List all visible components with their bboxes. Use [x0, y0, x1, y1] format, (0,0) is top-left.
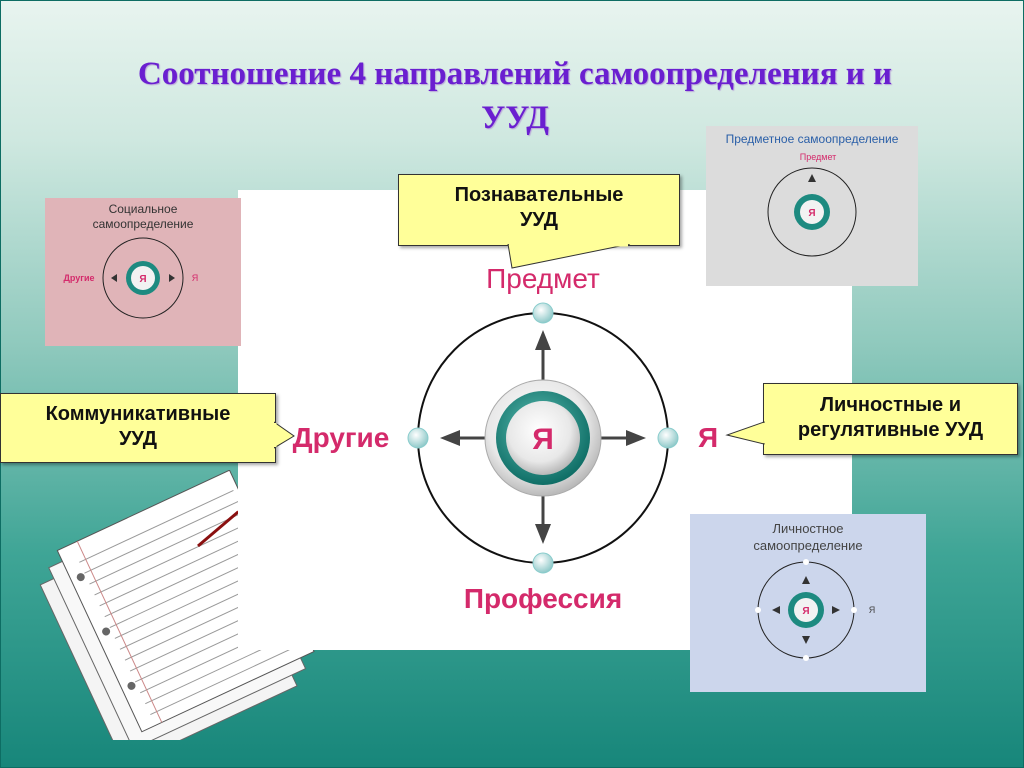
thumb-subject: Предметное самоопределение Предмет Я — [706, 126, 918, 286]
thumb-social-caption-1: Социальное — [108, 202, 178, 216]
arrow-up-icon — [535, 330, 551, 350]
thumb-subject-top-label: Предмет — [800, 152, 837, 162]
thumb-social-caption: Социальное самоопределение — [45, 202, 241, 232]
callout-cognitive-line-1: Познавательные — [454, 184, 624, 206]
center-inner-disc — [506, 401, 580, 475]
callout-communicative-line-2: УУД — [118, 428, 158, 450]
thumb-personal-caption-1: Личностное — [772, 521, 844, 536]
thumb-social-left-label: Другие — [63, 273, 94, 283]
thumb-social-caption-2: самоопределение — [92, 217, 194, 231]
callout-cognitive-line-2: УУД — [519, 209, 559, 231]
label-drugie: Другие — [293, 422, 390, 453]
center-label: Я — [532, 423, 554, 456]
callout-cognitive-pointer — [507, 244, 631, 269]
self-determination-diagram: Я Предмет Профессия Другие Я — [293, 263, 718, 614]
thumb-personal-caption-2: самоопределение — [753, 538, 863, 553]
thumb-subject-caption: Предметное самоопределение — [725, 132, 899, 146]
thumb-subject-center: Я — [808, 208, 815, 219]
label-predmet: Предмет — [486, 263, 600, 294]
title-line-1: Соотношение 4 направлений самоопределени… — [137, 56, 893, 92]
label-professiya: Профессия — [464, 583, 622, 614]
callout-personal-line-1: Личностные и — [819, 394, 962, 416]
callout-personal: Личностные и регулятивные УУД — [763, 383, 1018, 455]
thumb-social: Социальное самоопределение Я Другие Я — [45, 198, 241, 346]
thumb-social-right-label: Я — [192, 273, 199, 283]
callout-communicative-pointer — [274, 421, 295, 449]
arrow-right-icon — [626, 430, 646, 446]
thumb-personal-center: Я — [802, 606, 809, 617]
label-ya: Я — [698, 422, 718, 453]
arrow-down-icon — [535, 524, 551, 544]
orbit-dot-left — [407, 427, 429, 449]
thumb-personal-caption: Личностное самоопределение — [690, 520, 926, 554]
callout-personal-pointer — [725, 421, 765, 445]
orbit-dot-top — [532, 302, 554, 324]
thumb-personal-right-label: Я — [869, 605, 876, 615]
orbit-dot-bottom — [532, 552, 554, 574]
callout-personal-line-2: регулятивные УУД — [797, 419, 984, 441]
callout-communicative: Коммуникативные УУД — [0, 393, 276, 463]
orbit-dot-right — [657, 427, 679, 449]
title-line-2: УУД — [481, 100, 549, 136]
callout-communicative-line-1: Коммуникативные — [45, 403, 231, 425]
callout-cognitive: Познавательные УУД — [398, 174, 680, 246]
thumb-social-center: Я — [139, 274, 146, 285]
thumb-personal: Личностное самоопределение Я Я — [690, 514, 926, 692]
arrow-left-icon — [440, 430, 460, 446]
slide-title: Соотношение 4 направлений самоопределени… — [20, 52, 1010, 140]
